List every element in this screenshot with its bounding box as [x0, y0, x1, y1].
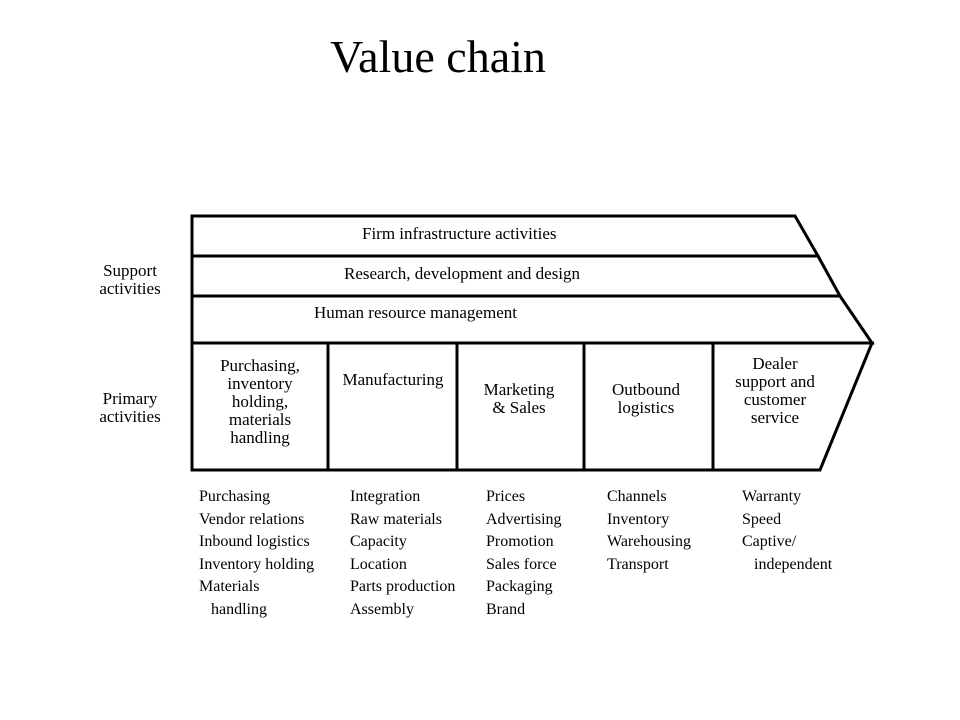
support-activity-research-development: Research, development and design: [344, 264, 581, 283]
support-activity-human-resources: Human resource management: [314, 303, 517, 322]
primary-box-2: [326, 341, 459, 472]
detail-list-purchasing: Purchasing Vendor relations Inbound logi…: [199, 488, 315, 618]
primary-activity-manufacturing: Manufacturing: [342, 370, 444, 389]
support-activities-label: Support activities: [99, 261, 161, 298]
page-title: Value chain: [330, 31, 546, 82]
detail-list-manufacturing: Integration Raw materials Capacity Locat…: [350, 488, 456, 618]
primary-box-5: [711, 341, 875, 472]
detail-list-outbound-logistics: Channels Inventory Warehousing Transport: [607, 488, 692, 573]
primary-activity-purchasing: Purchasing, inventory holding, materials…: [220, 356, 300, 447]
primary-activity-outbound-logistics: Outbound logistics: [612, 380, 680, 417]
support-band-3: [190, 294, 875, 345]
primary-activity-dealer-support: Dealer support and customer service: [735, 354, 815, 427]
detail-list-dealer-support: Warranty Speed Captive/ independent: [742, 488, 833, 573]
primary-activities-label: Primary activities: [99, 389, 161, 426]
detail-list-marketing-sales: Prices Advertising Promotion Sales force…: [486, 488, 562, 618]
support-activity-firm-infrastructure: Firm infrastructure activities: [362, 224, 557, 243]
primary-activity-marketing-sales: Marketing & Sales: [483, 380, 555, 417]
